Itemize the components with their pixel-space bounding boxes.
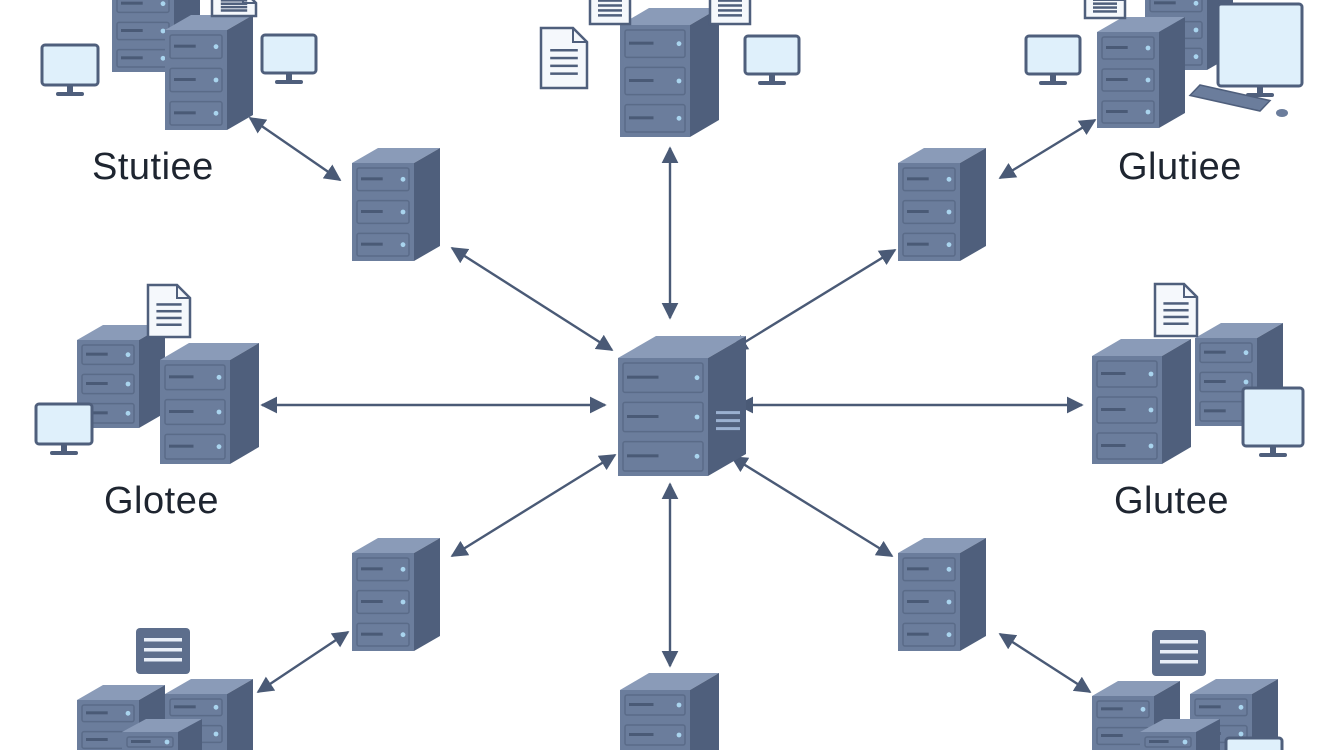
arrow-bottomright-cluster	[998, 632, 1092, 694]
label-mid-right: Glutee	[1114, 480, 1229, 522]
arrow-center-topright	[730, 248, 897, 352]
relay-server-top-left	[352, 148, 440, 261]
arrow-center-topleft	[450, 246, 614, 352]
cluster-tl-monitor-right-icon	[260, 33, 318, 84]
cluster-ml-monitor-icon	[34, 402, 94, 455]
cluster-br-list-icon	[1152, 630, 1206, 676]
cluster-tl-document-icon	[210, 0, 258, 18]
cluster-top-document-right-icon	[708, 0, 752, 26]
cluster-bl-server-a	[77, 685, 165, 755]
cluster-br-monitor-icon	[1224, 736, 1284, 755]
nodes	[34, 0, 1305, 755]
cluster-tr-desktop-monitor-icon	[1216, 2, 1304, 97]
cluster-mr-server-front	[1092, 339, 1191, 464]
cluster-ml-document-icon	[146, 283, 192, 339]
cluster-mr-document-icon	[1153, 282, 1199, 338]
cluster-bl-list-icon	[136, 628, 190, 674]
cluster-tr-server-front	[1097, 17, 1185, 128]
cluster-br-server-c	[1140, 719, 1220, 755]
arrow-bottomleft-cluster	[256, 631, 350, 693]
cluster-top-server	[620, 8, 719, 137]
relay-server-bottom-right	[898, 538, 986, 651]
cluster-ml-server-front	[160, 343, 259, 464]
cluster-top-document-left-icon	[539, 26, 589, 90]
arrow-topleft-cluster	[248, 117, 342, 181]
label-mid-left: Glotee	[104, 480, 219, 522]
arrow-center-bottomright	[730, 455, 894, 558]
cluster-bl-server-c	[122, 719, 202, 755]
connection-arrows	[248, 117, 1097, 694]
cluster-top-document-mid-icon	[588, 0, 632, 26]
cluster-tr-keyboard-icon	[1188, 84, 1288, 117]
cluster-top-monitor-icon	[743, 34, 801, 85]
cluster-tr-monitor-left-icon	[1024, 34, 1082, 85]
cluster-ml-server-back	[77, 325, 165, 428]
relay-server-top-right	[898, 148, 986, 261]
cluster-tl-server-front	[165, 15, 253, 130]
label-top-right: Glutiee	[1118, 146, 1242, 188]
arrow-topright-cluster	[998, 118, 1097, 180]
relay-server-bottom-left	[352, 538, 440, 651]
cluster-bottom-server	[620, 673, 719, 755]
cluster-tl-monitor-left-icon	[40, 43, 100, 96]
cluster-tr-document-icon	[1083, 0, 1127, 20]
arrow-center-bottomleft	[450, 453, 617, 558]
label-top-left: Stutiee	[92, 146, 214, 188]
cluster-mr-monitor-icon	[1241, 386, 1305, 457]
central-server	[618, 336, 746, 476]
